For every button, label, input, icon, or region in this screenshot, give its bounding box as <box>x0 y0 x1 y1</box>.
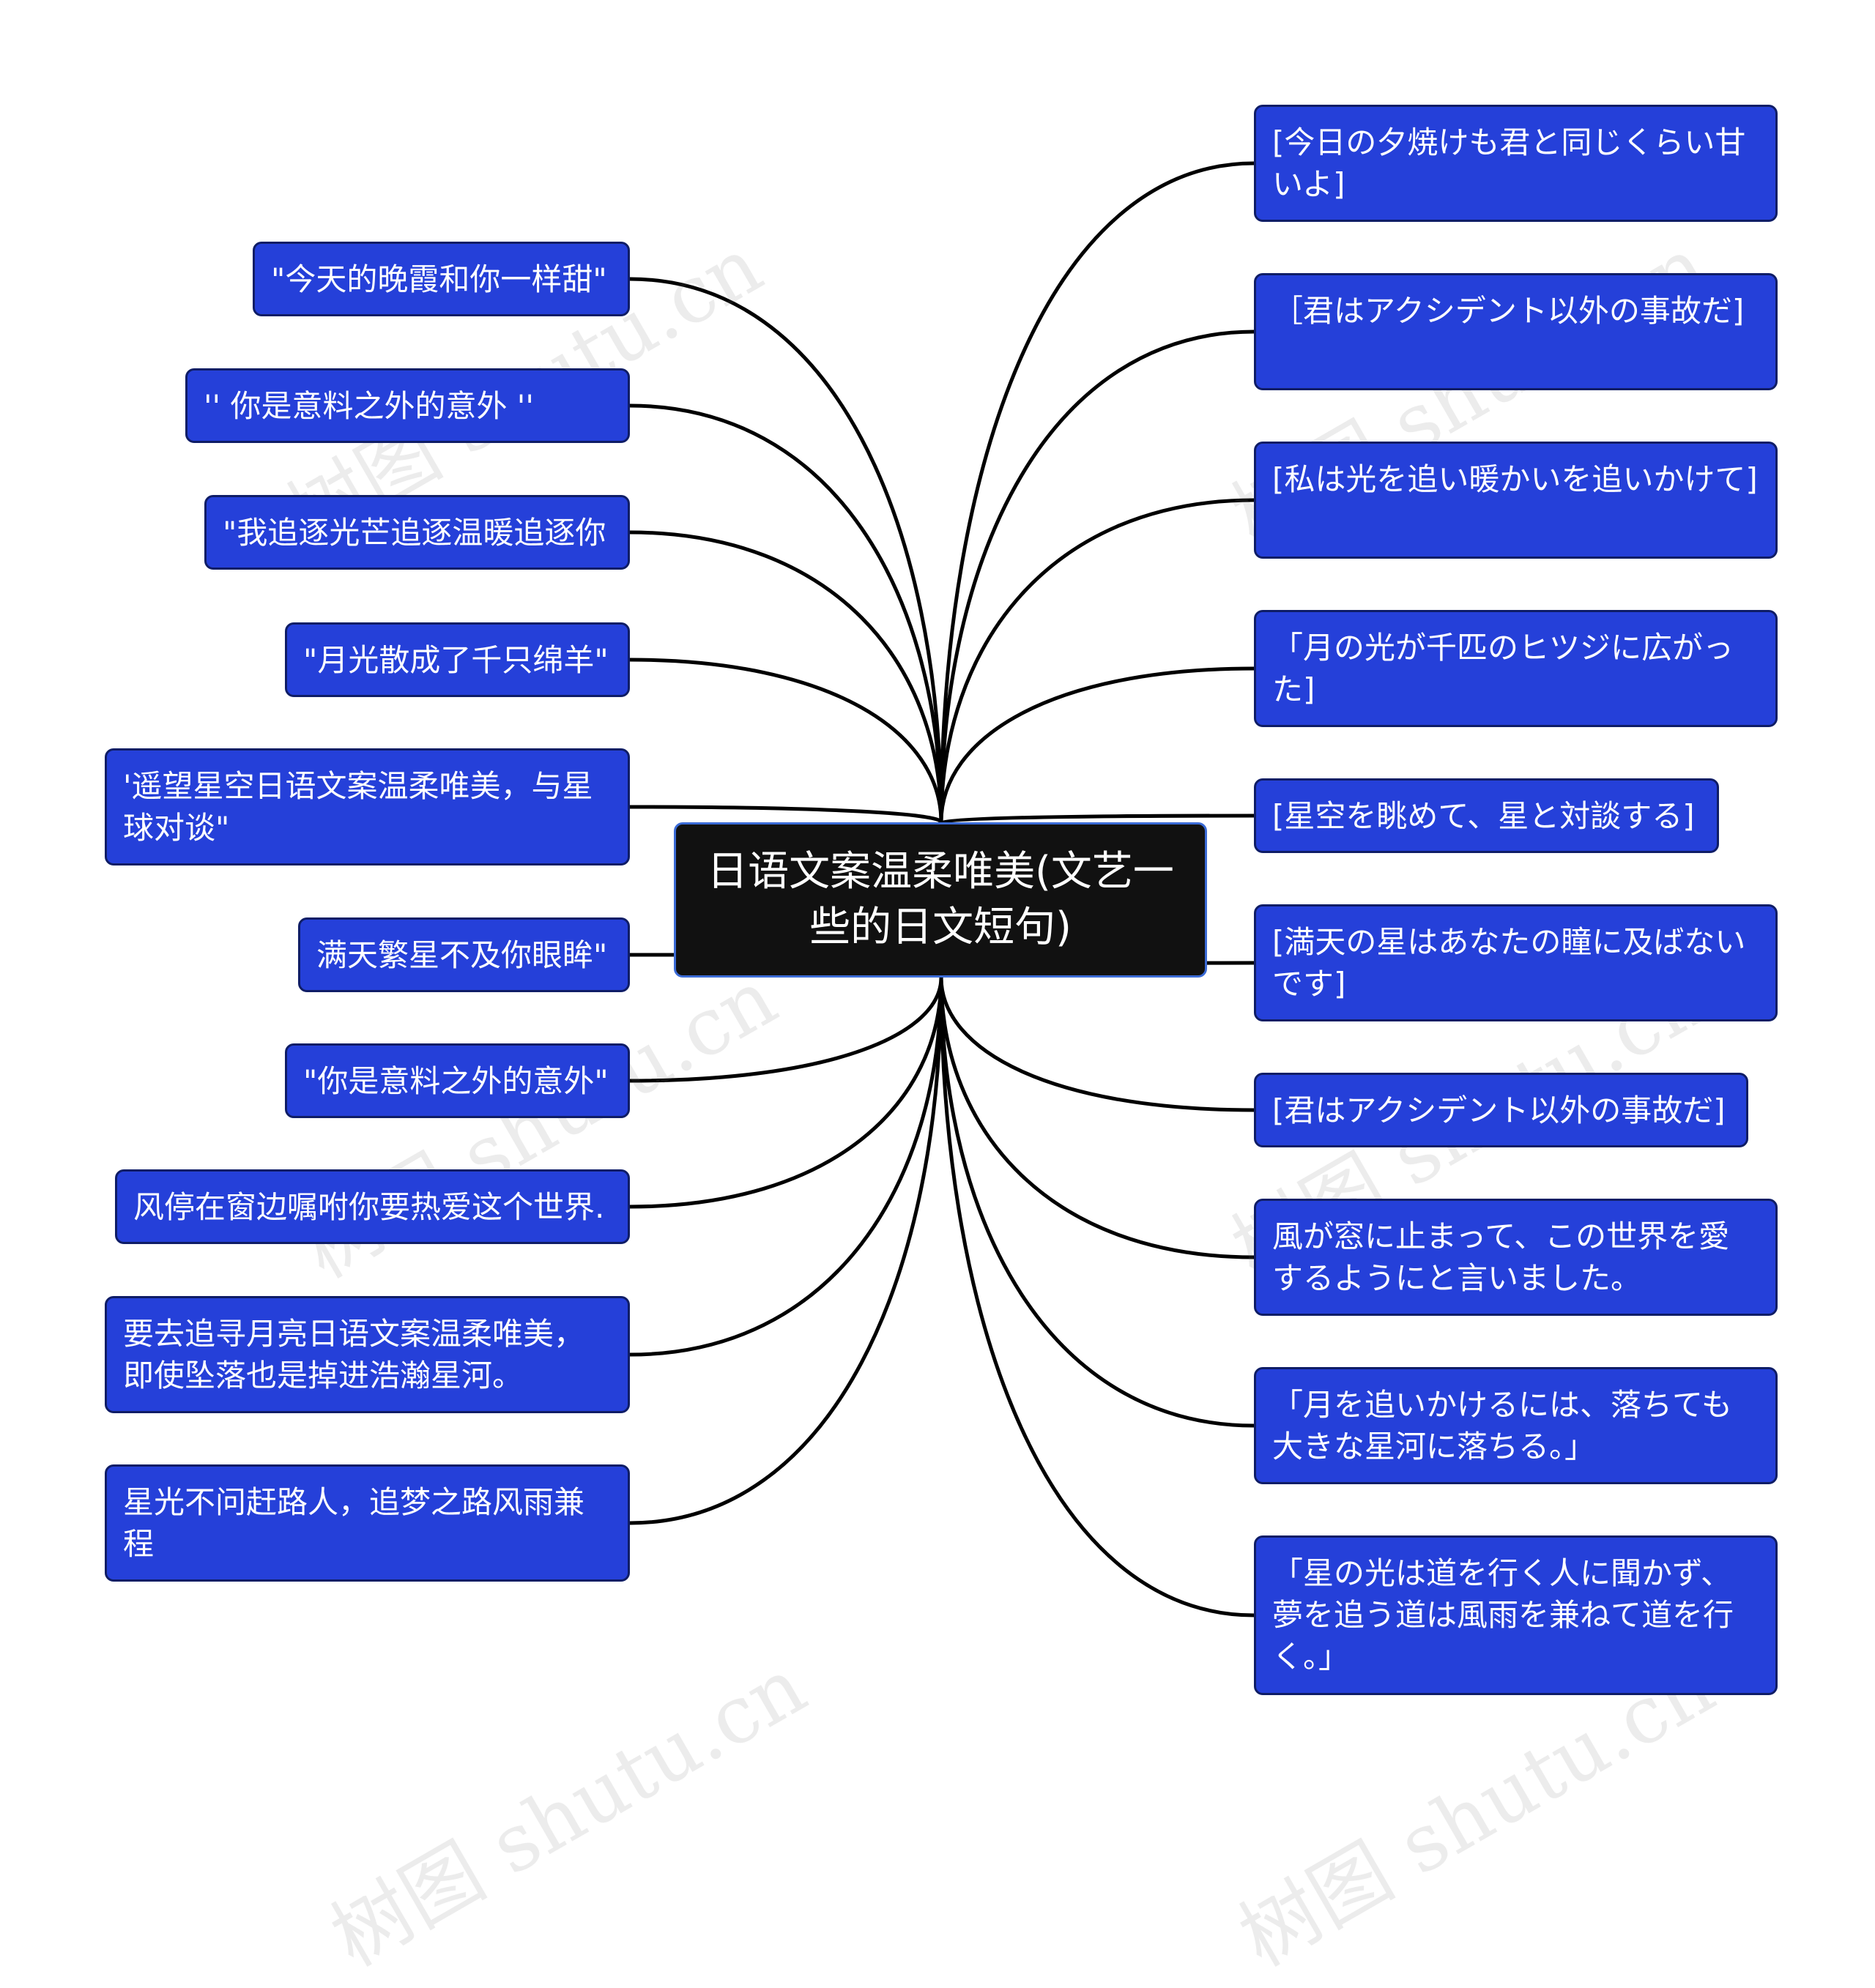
left-node[interactable]: '遥望星空日语文案温柔唯美，与星球对谈" <box>105 748 630 865</box>
left-node[interactable]: 风停在窗边嘱咐你要热爱这个世界. <box>115 1169 630 1244</box>
right-node[interactable]: 風が窓に止まって、この世界を愛するようにと言いました。 <box>1254 1199 1778 1316</box>
connector-line <box>628 975 943 1525</box>
connector-line <box>939 161 1256 824</box>
left-node[interactable]: 要去追寻月亮日语文案温柔唯美，即使坠落也是掉进浩瀚星河。 <box>105 1296 630 1413</box>
connector-line <box>939 975 1256 1259</box>
right-node[interactable]: [今日の夕焼けも君と同じくらい甘いよ] <box>1254 105 1778 222</box>
connector-line <box>628 975 943 1083</box>
connector-line <box>628 975 943 1209</box>
root-node[interactable]: 日语文案温柔唯美(文艺一些的日文短句) <box>674 822 1207 978</box>
connector-line <box>939 975 1256 1112</box>
connector-line <box>939 975 1256 1617</box>
connector-line <box>939 975 1256 1428</box>
right-node[interactable]: ［君はアクシデント以外の事故だ] <box>1254 273 1778 390</box>
right-node[interactable]: [私は光を追い暖かいを追いかけて] <box>1254 442 1778 559</box>
right-node[interactable]: [満天の星はあなたの瞳に及ばないです] <box>1254 904 1778 1021</box>
connector-line <box>628 277 943 824</box>
connector-line <box>939 814 1256 824</box>
left-node[interactable]: 满天繁星不及你眼眸" <box>298 917 630 992</box>
connector-line <box>628 975 943 1357</box>
connector-line <box>939 666 1256 824</box>
right-node[interactable]: 「星の光は道を行く人に聞かず、夢を追う道は風雨を兼ねて道を行く。」 <box>1254 1535 1778 1695</box>
right-node[interactable]: [君はアクシデント以外の事故だ] <box>1254 1073 1748 1147</box>
connector-lines <box>628 161 1256 1617</box>
right-node[interactable]: [星空を眺めて、星と対談する] <box>1254 778 1719 853</box>
connector-line <box>628 403 943 824</box>
connector-line <box>628 530 943 824</box>
left-node[interactable]: '' 你是意料之外的意外 '' <box>185 368 630 443</box>
right-node[interactable]: 「月を追いかけるには、落ちても大きな星河に落ちる。」 <box>1254 1367 1778 1484</box>
connector-line <box>939 498 1256 824</box>
right-node[interactable]: 「月の光が千匹のヒツジに広がった] <box>1254 610 1778 727</box>
root-node-label: 日语文案温柔唯美(文艺一些的日文短句) <box>707 848 1174 951</box>
left-node[interactable]: 星光不问赶路人，追梦之路风雨兼程 <box>105 1464 630 1582</box>
connector-line <box>939 330 1256 824</box>
left-node[interactable]: "今天的晚霞和你一样甜" <box>253 242 630 316</box>
connector-line <box>628 658 943 824</box>
connector-line <box>628 805 943 824</box>
left-node[interactable]: "你是意料之外的意外" <box>285 1043 630 1118</box>
left-node[interactable]: "月光散成了千只绵羊" <box>285 622 630 697</box>
left-node[interactable]: "我追逐光芒追逐温暖追逐你 <box>204 495 630 570</box>
